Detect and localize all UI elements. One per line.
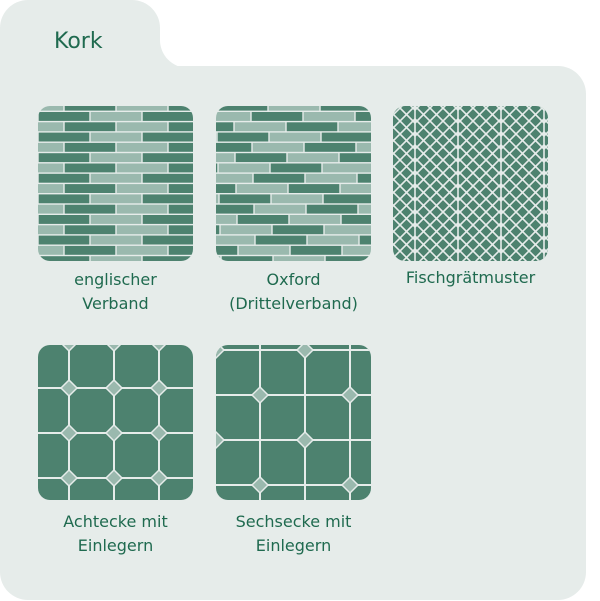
herringbone-pattern-icon [393,106,548,261]
label-oxford: Oxford (Drittelverband) [206,268,381,316]
pattern-fischgraetmuster[interactable] [393,106,548,261]
panel-title: Kork [54,29,103,54]
hexagon-pattern-icon [216,345,371,500]
octagon-pattern-icon [38,345,193,500]
label-line: Einlegern [77,536,154,555]
label-line: Oxford [266,270,321,289]
label-line: Achtecke mit [63,512,168,531]
label-line: (Drittelverband) [229,294,358,313]
label-line: Einlegern [255,536,332,555]
oxford-bond-pattern-icon [216,106,371,261]
label-fischgraetmuster: Fischgrätmuster [383,266,558,290]
pattern-sechsecke-mit-einlegern[interactable] [216,345,371,500]
label-achtecke-mit-einlegern: Achtecke mit Einlegern [28,510,203,558]
label-sechsecke-mit-einlegern: Sechsecke mit Einlegern [206,510,381,558]
label-line: englischer [74,270,157,289]
english-bond-pattern-icon [38,106,193,261]
label-englischer-verband: englischer Verband [28,268,203,316]
label-line: Fischgrätmuster [405,268,536,287]
label-line: Sechsecke mit [235,512,352,531]
label-line: Verband [82,294,149,313]
pattern-oxford[interactable] [216,106,371,261]
pattern-achtecke-mit-einlegern[interactable] [38,345,193,500]
tab-corner [160,38,190,68]
pattern-englischer-verband[interactable] [38,106,193,261]
